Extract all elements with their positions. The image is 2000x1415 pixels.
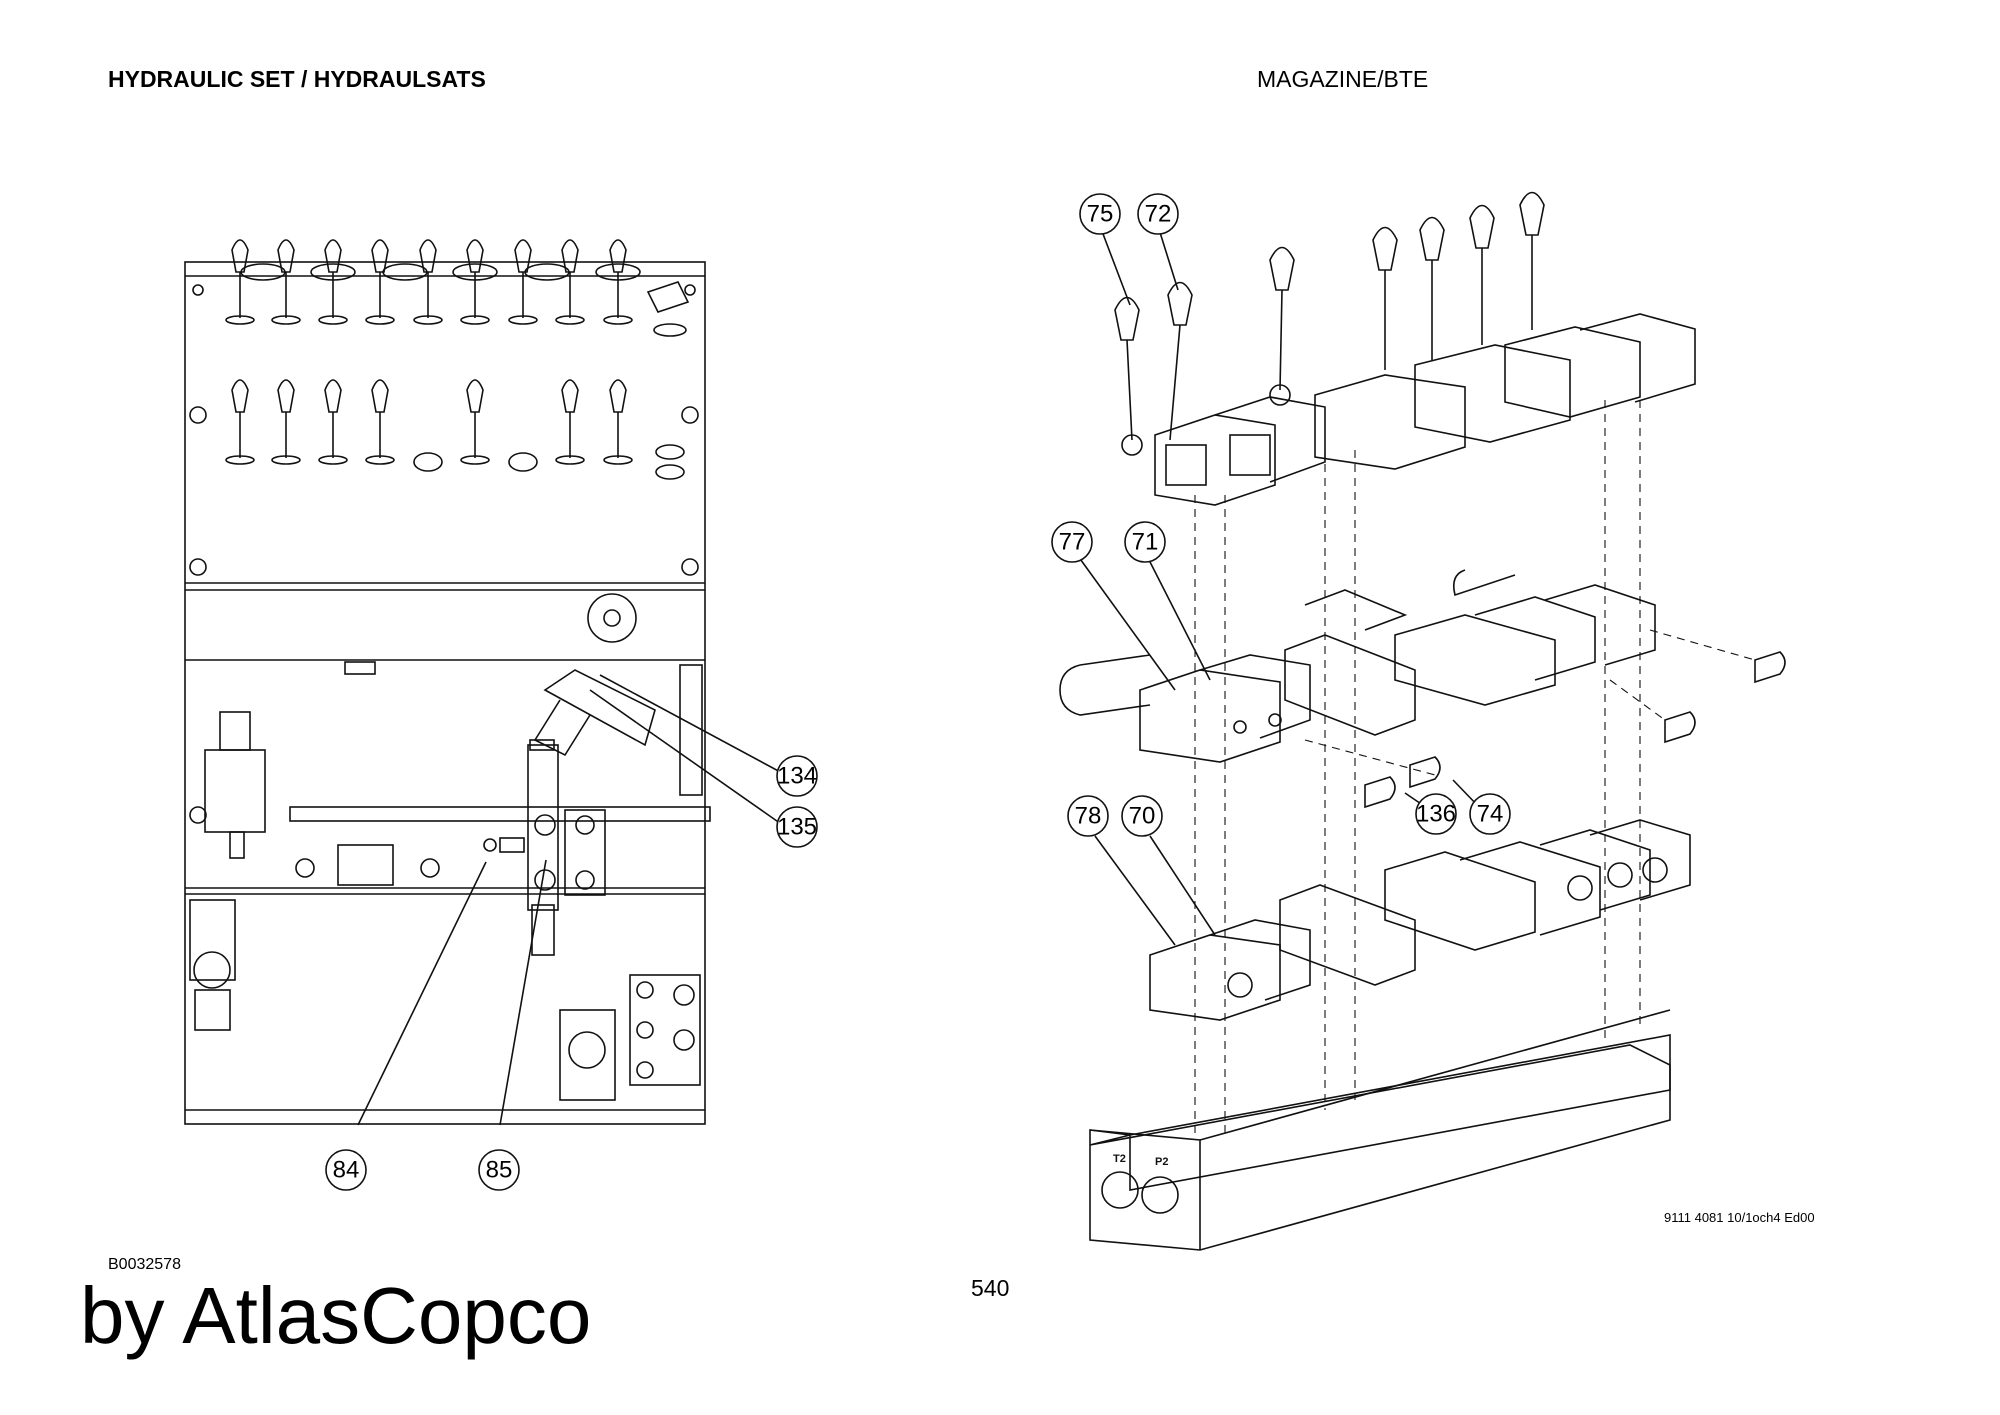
- svg-text:77: 77: [1059, 529, 1086, 556]
- callout-135: 135: [776, 806, 818, 848]
- svg-text:75: 75: [1087, 201, 1114, 228]
- bottom-components: [189, 899, 701, 1101]
- callout-70: 70: [1121, 795, 1163, 837]
- pressure-valve-assembly: [189, 711, 711, 956]
- svg-text:72: 72: [1145, 201, 1172, 228]
- callouts: 134 135 84 85 75 72 77 71 136 74 78 70: [325, 193, 1511, 1191]
- intermediate-modules-lower: [1149, 819, 1691, 1021]
- drawing-code: B0032578: [108, 1256, 181, 1273]
- callout-72: 72: [1137, 193, 1179, 235]
- svg-text:70: 70: [1129, 803, 1156, 830]
- svg-text:85: 85: [486, 1157, 513, 1184]
- svg-text:134: 134: [777, 763, 817, 790]
- page-title: HYDRAULIC SET / HYDRAULSATS: [108, 66, 486, 92]
- section-title: MAGAZINE/BTE: [1257, 66, 1429, 92]
- directional-valves-top: [1114, 191, 1696, 506]
- svg-text:74: 74: [1477, 801, 1504, 828]
- document-reference: 9111 4081 10/1och4 Ed00: [1664, 1210, 1815, 1225]
- lever-row-lower: [225, 379, 685, 480]
- intermediate-modules-middle: [1059, 569, 1786, 809]
- callout-71: 71: [1124, 521, 1166, 563]
- callout-85: 85: [478, 1149, 520, 1191]
- lever-row-upper: [225, 239, 690, 337]
- svg-text:84: 84: [333, 1157, 360, 1184]
- callout-84: 84: [325, 1149, 367, 1191]
- valve-block-exploded-view: T2 P2: [1059, 191, 1786, 1251]
- callout-134: 134: [776, 755, 818, 797]
- callout-78: 78: [1067, 795, 1109, 837]
- gauge-bar: [344, 593, 637, 675]
- callout-77: 77: [1051, 521, 1093, 563]
- svg-text:71: 71: [1132, 529, 1159, 556]
- callout-136: 136: [1415, 793, 1457, 835]
- svg-text:135: 135: [777, 814, 817, 841]
- page-number: 540: [971, 1275, 1010, 1301]
- svg-text:136: 136: [1416, 801, 1456, 828]
- base-manifold: T2 P2: [1089, 1009, 1671, 1251]
- control-panel-front-view: [184, 239, 785, 1126]
- port-label-p2: P2: [1155, 1156, 1168, 1168]
- callout-74: 74: [1469, 793, 1511, 835]
- callout-75: 75: [1079, 193, 1121, 235]
- svg-text:78: 78: [1075, 803, 1102, 830]
- port-label-t2: T2: [1113, 1153, 1126, 1165]
- brand-watermark: by AtlasCopco: [80, 1271, 592, 1360]
